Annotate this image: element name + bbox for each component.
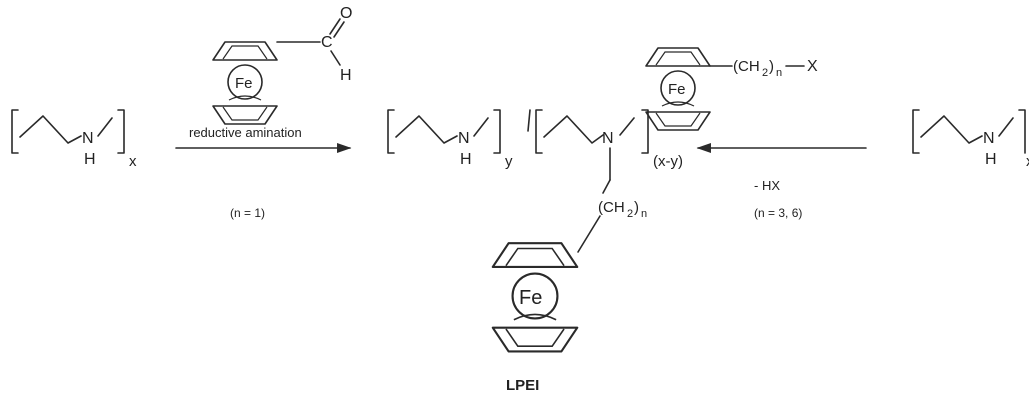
aldehyde-carbon: C: [321, 34, 333, 51]
reagent-sub-n: n: [776, 67, 782, 79]
iron-atom: Fe: [235, 75, 253, 92]
haloalkyl-ferrocene: Fe (CH 2 ) n X: [645, 47, 818, 131]
left-hydrogen-atom: H: [84, 151, 96, 168]
product-nitrogen-2: N: [602, 130, 614, 147]
left-arrow-label: reductive amination: [189, 125, 302, 140]
reagent-ch-open: (CH: [733, 58, 760, 75]
product-nitrogen-1: N: [458, 130, 470, 147]
right-arrow-condition: (n = 3, 6): [754, 206, 802, 220]
left-subscript-x: x: [129, 153, 137, 170]
product-subscript-y: y: [505, 153, 513, 170]
right-subscript-x: x: [1026, 153, 1029, 170]
product-iron-atom: Fe: [519, 287, 542, 309]
left-arrow-condition: (n = 1): [230, 206, 265, 220]
right-polyethyleneimine: N H x: [912, 109, 1029, 170]
product-label: LPEI: [506, 377, 539, 394]
right-hydrogen-atom: H: [985, 151, 997, 168]
reagent-iron-atom: Fe: [668, 81, 686, 98]
product-subscript-x-minus-y: (x-y): [653, 153, 683, 170]
chain-sub-2: 2: [627, 208, 633, 220]
ferrocene-aldehyde: Fe C O H: [212, 5, 352, 125]
chain-sub-n: n: [641, 208, 647, 220]
left-nitrogen-atom: N: [82, 130, 94, 147]
right-nitrogen-atom: N: [983, 130, 995, 147]
aldehyde-hydrogen: H: [340, 67, 352, 84]
left-polyethyleneimine: N H x: [11, 109, 137, 170]
product-copolymer: N H y N (x-y) (CH 2 ) n Fe: [387, 109, 683, 353]
reagent-halide: X: [807, 58, 818, 75]
reagent-paren-close: ): [769, 58, 774, 75]
aldehyde-oxygen: O: [340, 5, 352, 22]
reagent-sub-2: 2: [762, 67, 768, 79]
right-arrow-label: - HX: [754, 178, 780, 193]
product-hydrogen-1: H: [460, 151, 472, 168]
chain-ch-open: (CH: [598, 199, 625, 216]
chain-paren-close: ): [634, 199, 639, 216]
